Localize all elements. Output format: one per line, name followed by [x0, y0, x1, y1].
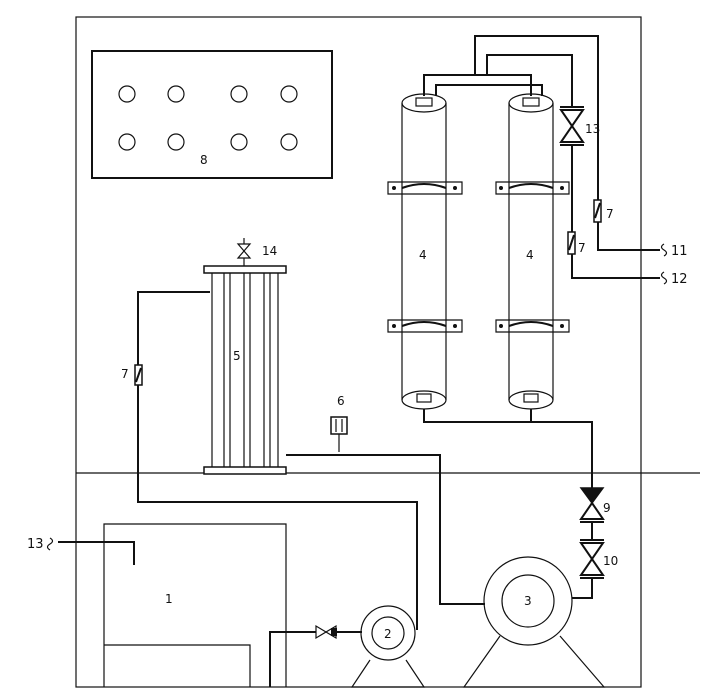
flowmeter-right	[593, 199, 660, 251]
adsorption-column-left	[387, 93, 463, 410]
flowmeter-left	[134, 291, 418, 630]
label-outlet-11: 11	[671, 244, 688, 259]
label-gauge: 6	[337, 394, 345, 408]
filter-housing	[203, 265, 287, 475]
label-outlet-12: 12	[671, 272, 688, 287]
label-flowmeter-mid: 7	[578, 241, 586, 255]
label-pump-small: 2	[384, 627, 392, 641]
check-valve	[579, 487, 605, 540]
top-piping	[423, 35, 599, 200]
label-pump-large: 3	[524, 594, 532, 608]
valve-bottom	[572, 539, 605, 599]
label-flowmeter-right: 7	[606, 207, 614, 221]
label-vent-valve: 14	[262, 244, 277, 258]
pressure-gauge	[330, 416, 348, 452]
cabinet-frame	[75, 16, 700, 688]
control-panel	[91, 50, 333, 179]
label-filter: 5	[233, 349, 241, 363]
label-valve-top: 13	[585, 122, 600, 136]
label-check-valve: 9	[603, 501, 611, 515]
filter-outlet-pipe	[286, 454, 485, 605]
label-flowmeter-left: 7	[121, 367, 129, 381]
label-panel: 8	[200, 153, 208, 167]
valve-top	[559, 106, 585, 232]
label-column-left: 4	[419, 248, 427, 262]
label-column-right: 4	[526, 248, 534, 262]
water-tank	[46, 523, 287, 687]
outlet-markers	[660, 243, 668, 285]
vent-valve	[236, 238, 252, 266]
large-pump	[462, 556, 606, 688]
column-outlet-pipe	[423, 409, 593, 488]
adsorption-column-right	[495, 93, 570, 410]
label-tank: 1	[165, 592, 173, 606]
label-inlet-13: 13	[27, 537, 44, 552]
label-valve-bottom: 10	[603, 554, 618, 568]
small-pump	[269, 605, 426, 688]
flowmeter-mid	[567, 231, 660, 279]
labels: 1 2 3 4 4 5 6 7 7 7 8 9 10 13 14 11 12 1…	[27, 122, 688, 641]
